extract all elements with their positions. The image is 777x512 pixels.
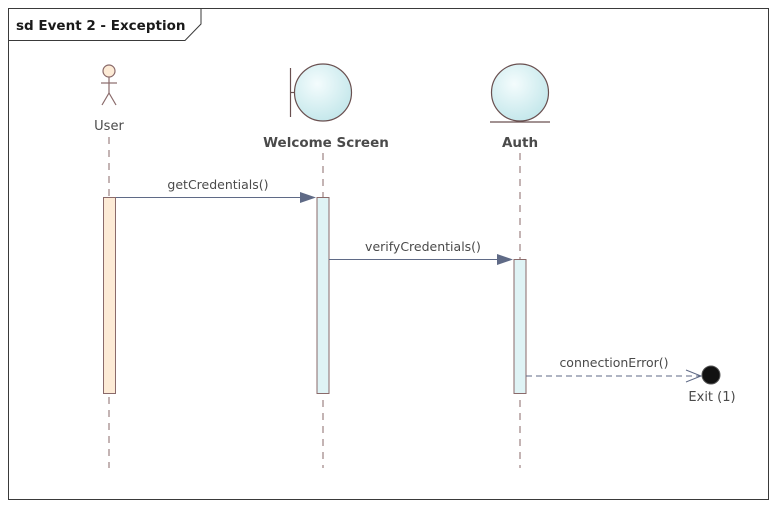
arrowhead-open-icon — [685, 369, 703, 383]
lifeline-label-welcome-screen: Welcome Screen — [263, 135, 389, 151]
activation-auth — [513, 259, 527, 394]
message-connection-error[interactable]: connectionError() — [526, 355, 703, 383]
message-label: connectionError() — [559, 355, 668, 370]
arrowhead-filled-icon — [300, 192, 316, 203]
actor-icon — [101, 64, 117, 106]
activation-user — [103, 197, 116, 394]
lifeline-user[interactable]: User — [94, 64, 124, 468]
message-label: verifyCredentials() — [365, 239, 481, 254]
frame-title: sd Event 2 - Exception — [16, 18, 185, 34]
exit-label: Exit (1) — [688, 390, 735, 405]
activation-welcome-screen — [316, 197, 330, 394]
frame-tab — [8, 8, 202, 41]
lifeline-label-user: User — [94, 119, 124, 134]
message-label: getCredentials() — [167, 177, 268, 192]
entity-icon — [490, 63, 550, 123]
lifeline-label-auth: Auth — [502, 135, 538, 151]
diagram-frame — [8, 8, 769, 500]
message-get-credentials[interactable]: getCredentials() — [116, 177, 316, 203]
exit-node[interactable]: Exit (1) — [688, 365, 736, 405]
lifeline-auth[interactable]: Auth — [490, 63, 550, 468]
exit-point-icon — [701, 365, 721, 385]
arrowhead-filled-icon — [497, 254, 513, 265]
message-verify-credentials[interactable]: verifyCredentials() — [329, 239, 513, 265]
boundary-icon — [289, 63, 353, 122]
lifeline-welcome-screen[interactable]: Welcome Screen — [263, 63, 389, 468]
